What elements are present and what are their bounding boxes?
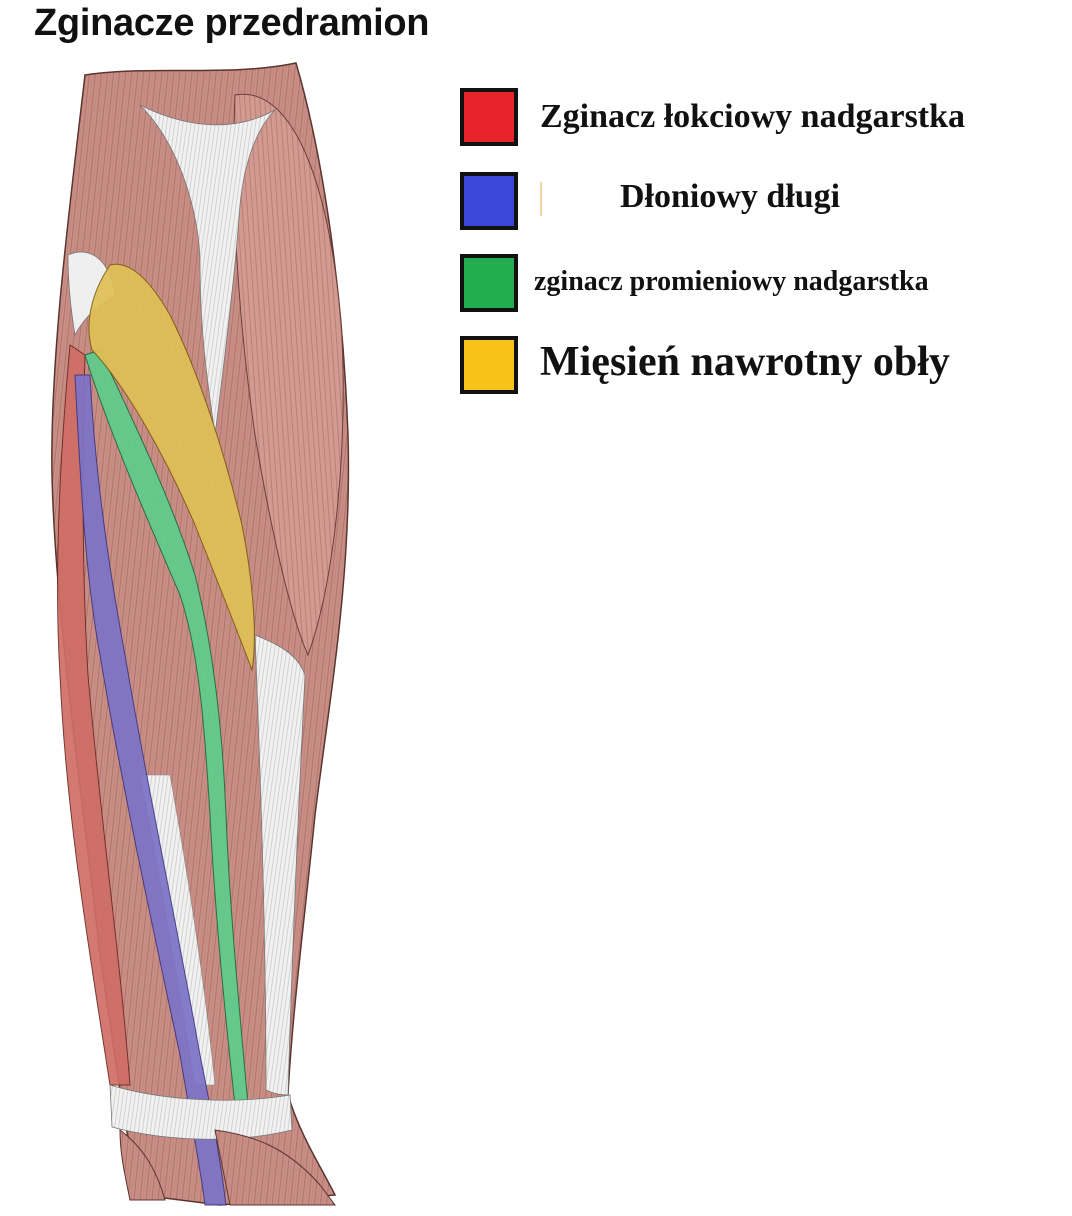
legend-item-radial-flexor: zginacz promieniowy nadgarstka	[460, 254, 1060, 318]
legend-label: Mięsień nawrotny obły	[540, 339, 950, 385]
decorative-mark	[540, 182, 542, 216]
legend-label: zginacz promieniowy nadgarstka	[534, 266, 929, 297]
ulnar-flexor-muscle	[57, 344, 131, 1086]
legend-item-palmaris-longus: Dłoniowy długi	[460, 172, 1060, 236]
hypothenar-muscles	[119, 1128, 166, 1201]
legend-swatch-yellow	[460, 336, 518, 394]
legend-label: Zginacz łokciowy nadgarstka	[540, 98, 966, 135]
legend-swatch-blue	[460, 172, 518, 230]
pronator-teres-muscle	[88, 263, 255, 672]
thenar-muscles	[214, 1129, 336, 1206]
brachioradialis-shape	[233, 93, 344, 657]
wrist-retinaculum	[109, 1084, 293, 1140]
forearm-illustration	[51, 62, 350, 1206]
palmaris-longus-muscle	[74, 374, 227, 1206]
legend-item-pronator-teres: Mięsień nawrotny obły	[460, 336, 1060, 400]
upper-aponeurosis	[139, 104, 276, 436]
legend-swatch-red	[460, 88, 518, 146]
legend-label: Dłoniowy długi	[620, 178, 841, 215]
legend-swatch-green	[460, 254, 518, 312]
legend-item-ulnar-flexor: Zginacz łokciowy nadgarstka	[460, 88, 1060, 152]
page-title: Zginacze przedramion	[34, 2, 430, 44]
